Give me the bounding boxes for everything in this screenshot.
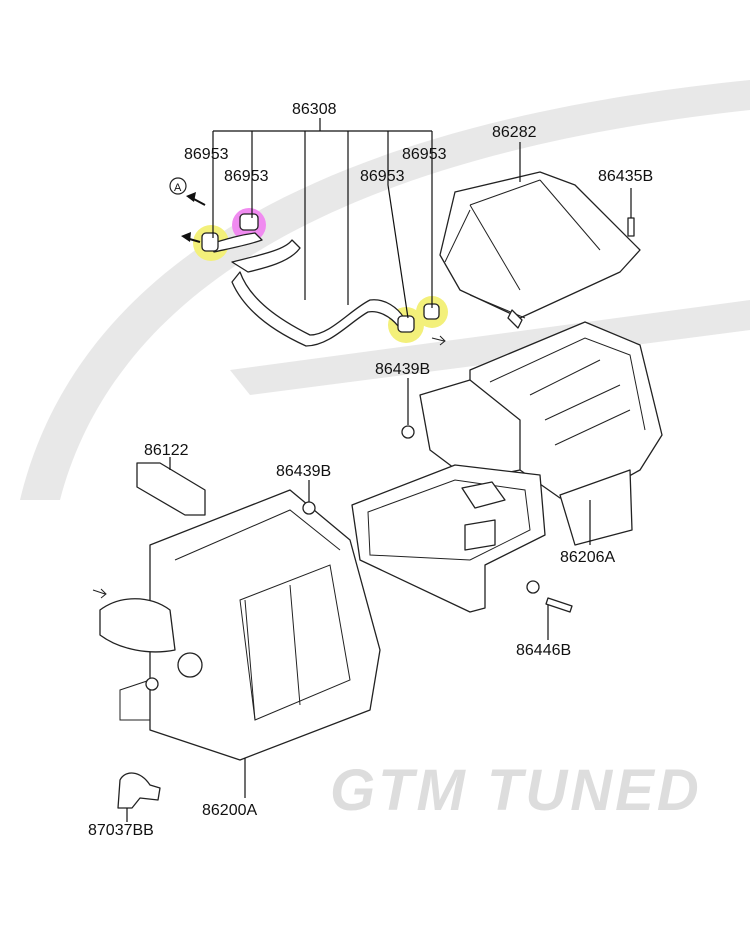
- watermark-brand: GTM TUNED: [330, 758, 702, 823]
- pad-86122: [136, 457, 206, 516]
- blower-housing-86206A: [401, 321, 663, 546]
- label-86446B: 86446B: [516, 642, 571, 659]
- duct-cover-86282: [439, 142, 641, 329]
- leader-86308: [212, 118, 433, 319]
- label-86206A: 86206A: [560, 549, 615, 566]
- label-86953-d: 86953: [402, 146, 447, 163]
- connector-duct: [351, 464, 546, 613]
- label-86439B-top: 86439B: [375, 361, 430, 378]
- view-arrows: [92, 177, 446, 599]
- watermark: GTM TUNED: [20, 80, 750, 823]
- heater-hose-assembly: [201, 213, 440, 347]
- label-86200A: 86200A: [202, 802, 257, 819]
- part-labels: 86308 86953 86953 86953 86953 86282 8643…: [88, 101, 653, 839]
- drain-hose-87037BB: [117, 772, 161, 822]
- label-86953-c: 86953: [360, 168, 405, 185]
- label-86953-a: 86953: [184, 146, 229, 163]
- view-ref-label: A: [174, 182, 182, 194]
- heater-unit-86200A: [99, 480, 381, 798]
- label-86282: 86282: [492, 124, 537, 141]
- fastener-86446B: [526, 580, 573, 640]
- label-86953-b: 86953: [224, 168, 269, 185]
- label-86308: 86308: [292, 101, 337, 118]
- label-86439B-mid: 86439B: [276, 463, 331, 480]
- label-86122: 86122: [144, 442, 189, 459]
- label-86435B: 86435B: [598, 168, 653, 185]
- label-87037BB: 87037BB: [88, 822, 154, 839]
